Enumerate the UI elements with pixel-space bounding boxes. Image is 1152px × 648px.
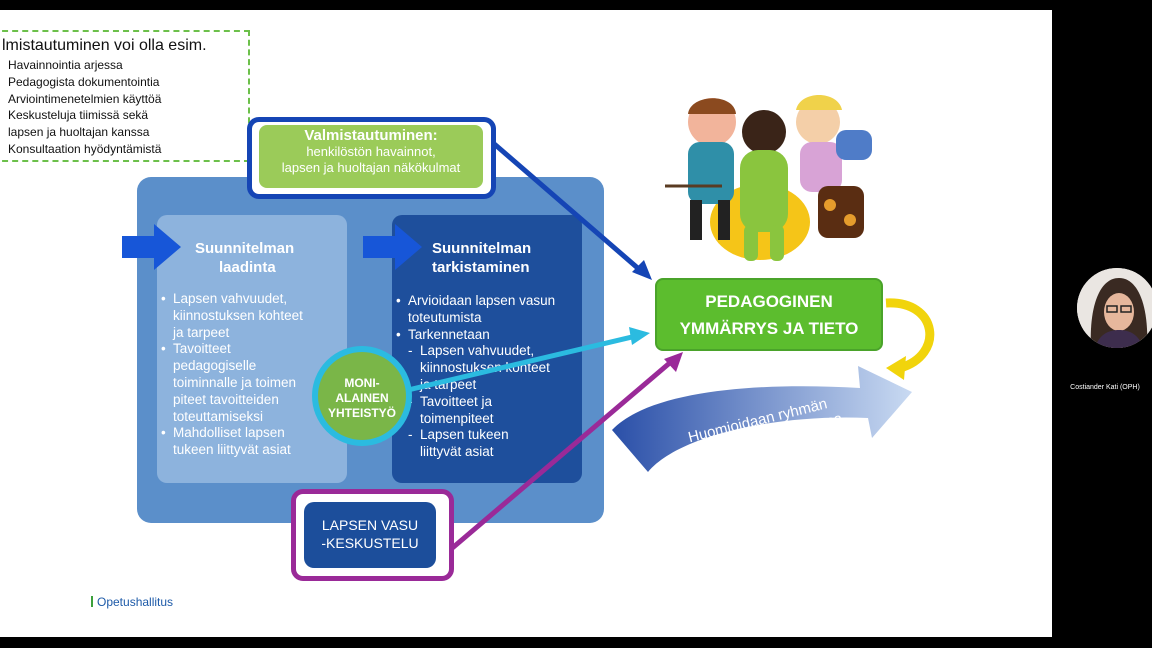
list-item: Pedagogista dokumentointia: [8, 74, 160, 89]
arrow-right-icon: [363, 224, 422, 270]
arrow-head-icon: [632, 260, 652, 280]
valmistautuminen-box: Valmistautuminen: henkilöstön havainnot,…: [259, 125, 483, 188]
moni-line: MONI-: [344, 376, 380, 390]
column-suunnitelman-laadinta: Suunnitelman laadinta • Lapsen vahvuudet…: [157, 215, 347, 483]
valmistautuminen-line: henkilöstön havainnot,: [306, 144, 436, 159]
curved-arrow-icon: [612, 366, 912, 472]
bullet-line: toteutumista: [408, 309, 482, 325]
logo-mark-icon: [91, 596, 93, 607]
arrow-head-icon: [629, 327, 650, 345]
column-heading-line: Suunnitelman: [195, 240, 295, 257]
presentation-slide: lmistautuminen voi olla esim. Havainnoin…: [0, 10, 1052, 637]
participant-name: Costiander Kati (OPH): [1070, 384, 1140, 391]
list-subitem: - Lapsen tukeen liittyvät asiat: [408, 427, 509, 460]
bullet-line: kiinnostuksen kohteet: [173, 307, 303, 323]
list-item: Arviointimenetelmien käyttöä: [8, 91, 162, 106]
moni-alainen-circle: [312, 346, 412, 446]
bullet-line: Tavoitteet: [173, 341, 231, 357]
list-item: • Arvioidaan lapsen vasun toteutumista: [396, 293, 556, 325]
arrow-head-icon: [664, 352, 683, 372]
preparation-list: Havainnointia arjessa Pedagogista dokume…: [8, 57, 161, 158]
bullet-line: ja tarpeet: [420, 376, 477, 392]
bullet-line: Arvioidaan lapsen vasun: [408, 293, 556, 308]
column-heading: Suunnitelman tarkistaminen: [432, 239, 531, 277]
valmistautuminen-title: Valmistautuminen:: [304, 127, 438, 144]
vasu-line: -KESKUSTELU: [321, 535, 419, 551]
bullet-line: toiminnalle ja toimen: [173, 374, 297, 390]
list-item: • Tavoitteet pedagogiselle toiminnalle j…: [161, 341, 297, 424]
arrow-right-icon: [122, 224, 181, 270]
list-item: lapsen ja huoltajan kanssa: [8, 125, 150, 140]
moni-alainen-label: MONI- ALAINEN YHTEISTYÖ: [318, 376, 406, 421]
participant-avatar-icon: [1077, 268, 1152, 348]
list-item: • Mahdolliset lapsen tukeen liittyvät as…: [161, 425, 291, 458]
list-item: Konsultaation hyödyntämistä: [8, 141, 162, 156]
diagram-arrows: [122, 95, 935, 552]
participant-video[interactable]: [1077, 268, 1152, 348]
column-heading: Suunnitelman laadinta: [195, 239, 294, 277]
bullet-line: Tarkennetaan: [408, 326, 490, 342]
list-item: • Lapsen vahvuudet, kiinnostuksen kohtee…: [161, 291, 303, 340]
bullet-line: pedagogiselle: [173, 358, 257, 374]
bullet-line: toteuttamiseksi: [173, 408, 264, 424]
list-item: Keskusteluja tiimissä sekä: [8, 108, 149, 123]
bullet-line: toimenpiteet: [420, 410, 494, 426]
vasu-line: LAPSEN VASU: [321, 517, 419, 533]
pedagoginen-box: PEDAGOGINEN YMMÄRRYS JA TIETO: [655, 278, 883, 351]
column-heading-line: Suunnitelman: [432, 240, 532, 257]
bullet-line: piteet tavoitteiden: [173, 391, 279, 407]
column-bullets: • Lapsen vahvuudet, kiinnostuksen kohtee…: [161, 291, 345, 459]
bullet-line: liittyvät asiat: [420, 444, 494, 460]
pedagoginen-line: YMMÄRRYS JA TIETO: [679, 319, 859, 338]
column-heading-line: tarkistaminen: [432, 259, 530, 276]
pedagoginen-line: PEDAGOGINEN: [705, 292, 833, 311]
valmistautuminen-line: lapsen ja huoltajan näkökulmat: [281, 160, 461, 175]
preparation-dashed-box: [0, 30, 250, 162]
moni-line: YHTEISTYÖ: [327, 406, 396, 420]
bullet-line: Tavoitteet ja: [420, 393, 493, 409]
list-item: •Tarkennetaan: [396, 326, 490, 342]
column-bullets: • Arvioidaan lapsen vasun toteutumista •…: [396, 293, 580, 461]
list-item: Havainnointia arjessa: [8, 58, 123, 72]
column-suunnitelman-tarkistaminen: Suunnitelman tarkistaminen • Arvioidaan …: [392, 215, 582, 483]
list-subitem: - Tavoitteet ja toimenpiteet: [396, 394, 580, 428]
opetushallitus-logo: Opetushallitus: [97, 595, 174, 609]
bullet-line: Mahdolliset lapsen: [173, 425, 285, 441]
children-illustration: [665, 95, 872, 261]
valmistautuminen-text: henkilöstön havainnot, lapsen ja huoltaj…: [259, 144, 483, 176]
moni-line: ALAINEN: [335, 391, 389, 405]
vasu-box: LAPSEN VASU -KESKUSTELU: [304, 502, 436, 568]
loop-arrow-icon: [885, 298, 935, 373]
bullet-line: Lapsen vahvuudet,: [420, 343, 535, 359]
bullet-line: tukeen liittyvät asiat: [173, 442, 291, 458]
column-heading-line: laadinta: [219, 259, 276, 276]
bullet-line: Lapsen tukeen: [420, 427, 509, 443]
bullet-line: ja tarpeet: [173, 324, 230, 340]
preparation-title: lmistautuminen voi olla esim.: [2, 37, 207, 54]
bullet-line: Lapsen vahvuudet,: [173, 291, 288, 306]
